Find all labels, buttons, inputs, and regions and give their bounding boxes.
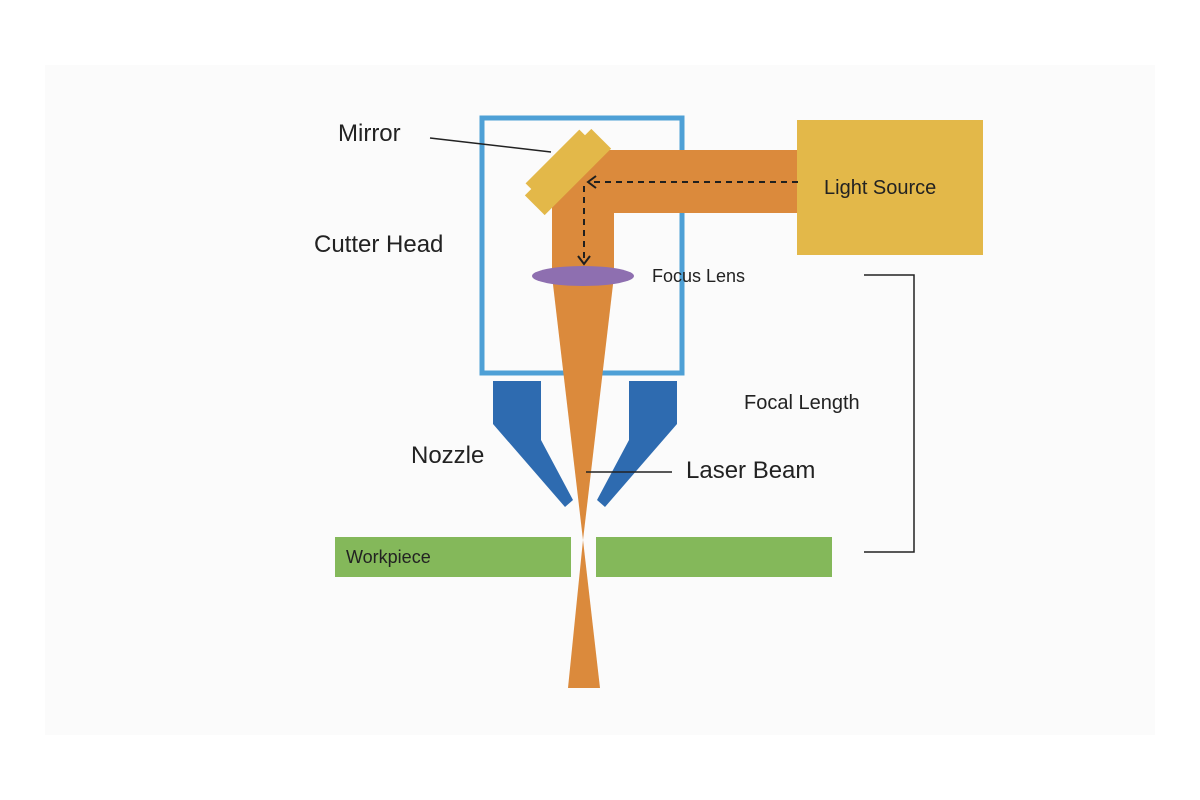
laser-cone-diverging (568, 540, 600, 688)
focus-lens (532, 266, 634, 286)
focus-lens-label: Focus Lens (652, 266, 746, 286)
cutter-head-label: Cutter Head (314, 231, 444, 258)
mirror-leader-line (429, 137, 552, 153)
light-source-label: Light Source (824, 177, 937, 199)
nozzle-right (597, 381, 677, 507)
light-source-box (797, 120, 983, 255)
focal-length-bracket (864, 274, 915, 553)
mirror-label: Mirror (338, 120, 401, 147)
focal-length-label: Focal Length (744, 392, 860, 414)
laser-cone-converging (552, 276, 614, 540)
workpiece-label: Workpiece (346, 547, 431, 567)
workpiece-left (335, 537, 571, 577)
mirror (524, 128, 612, 216)
beam-path-arrow-down (577, 255, 591, 266)
laser-beam-label: Laser Beam (686, 457, 816, 484)
nozzle-label: Nozzle (411, 442, 485, 469)
beam-path-arrow-left (586, 175, 597, 189)
nozzle-left (493, 381, 573, 507)
workpiece-right (596, 537, 832, 577)
